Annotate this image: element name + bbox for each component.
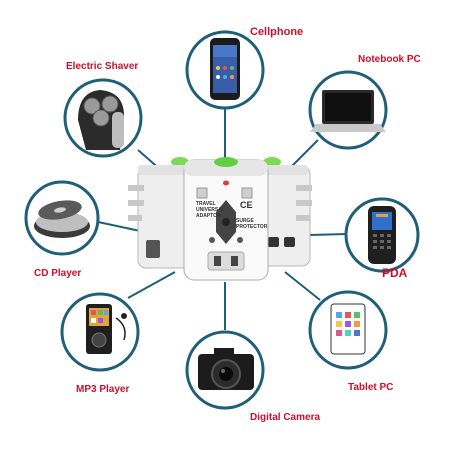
- adaptor-main-body: [183, 157, 269, 281]
- tablet-icon: [330, 303, 366, 355]
- electric-shaver-icon: [78, 90, 124, 150]
- mp3-player-icon: [86, 304, 127, 354]
- camera-icon: [198, 348, 254, 390]
- label-camera: Digital Camera: [250, 412, 321, 423]
- travel-adaptor: [128, 157, 312, 281]
- adaptor-text-right: SURGE PROTECTOR: [236, 218, 268, 230]
- adaptor-text-left: TRAVEL UNIVERSAL ADAPTOR: [196, 201, 225, 219]
- label-pda: PDA: [382, 266, 408, 280]
- connector-cdplayer: [97, 221, 146, 233]
- connector-mp3: [127, 271, 176, 299]
- connector-pda: [309, 233, 347, 236]
- smartphone-icon: [210, 38, 240, 100]
- label-shaver: Electric Shaver: [66, 61, 139, 72]
- connector-tablet: [284, 271, 321, 301]
- connector-lines: [97, 108, 347, 330]
- ce-mark: CE: [240, 200, 253, 210]
- label-mp3: MP3 Player: [76, 384, 130, 395]
- label-tablet: Tablet PC: [348, 382, 394, 393]
- laptop-icon: [310, 90, 386, 132]
- label-cdplayer: CD Player: [34, 268, 82, 279]
- label-notebook: Notebook PC: [358, 54, 421, 65]
- cd-player-icon: [34, 200, 90, 238]
- label-cellphone: Cellphone: [250, 26, 304, 38]
- pda-icon: [368, 206, 396, 264]
